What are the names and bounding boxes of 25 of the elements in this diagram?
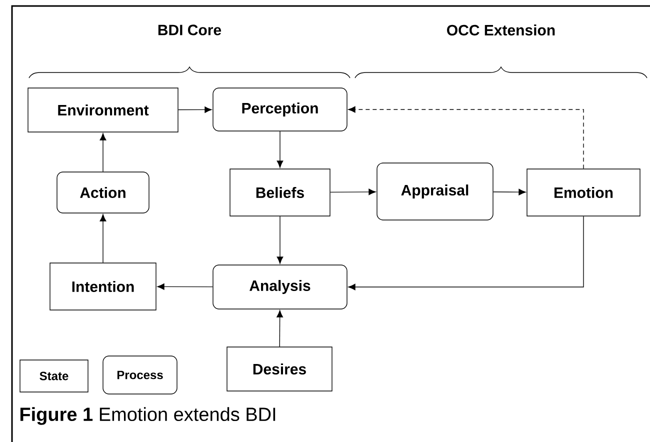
state-box: Desires bbox=[226, 346, 332, 392]
caption: Figure 1 Emotion extends BDI bbox=[20, 407, 276, 425]
state-box: Environment bbox=[28, 88, 178, 132]
state-box: Emotion bbox=[526, 168, 640, 216]
arrow bbox=[100, 214, 106, 263]
process-box: Perception bbox=[212, 88, 348, 132]
arrow bbox=[276, 310, 284, 347]
arrow bbox=[330, 188, 376, 196]
arrow bbox=[276, 131, 284, 168]
section-label: BDI Core bbox=[158, 24, 222, 36]
arrow bbox=[276, 216, 284, 264]
legend-item: Process bbox=[102, 356, 178, 394]
arrow bbox=[348, 106, 584, 169]
process-box: Analysis bbox=[212, 264, 348, 310]
arrow bbox=[100, 133, 106, 172]
process-box: Action bbox=[56, 172, 150, 214]
legend-item: State bbox=[20, 360, 88, 392]
arrow bbox=[178, 106, 212, 113]
arrow bbox=[493, 188, 526, 196]
state-box: Beliefs bbox=[230, 168, 330, 216]
state-box: Intention bbox=[50, 262, 156, 310]
section-label: OCC Extension bbox=[447, 24, 555, 36]
process-box: Appraisal bbox=[376, 162, 494, 220]
arrow bbox=[348, 216, 584, 290]
arrow bbox=[157, 283, 213, 290]
